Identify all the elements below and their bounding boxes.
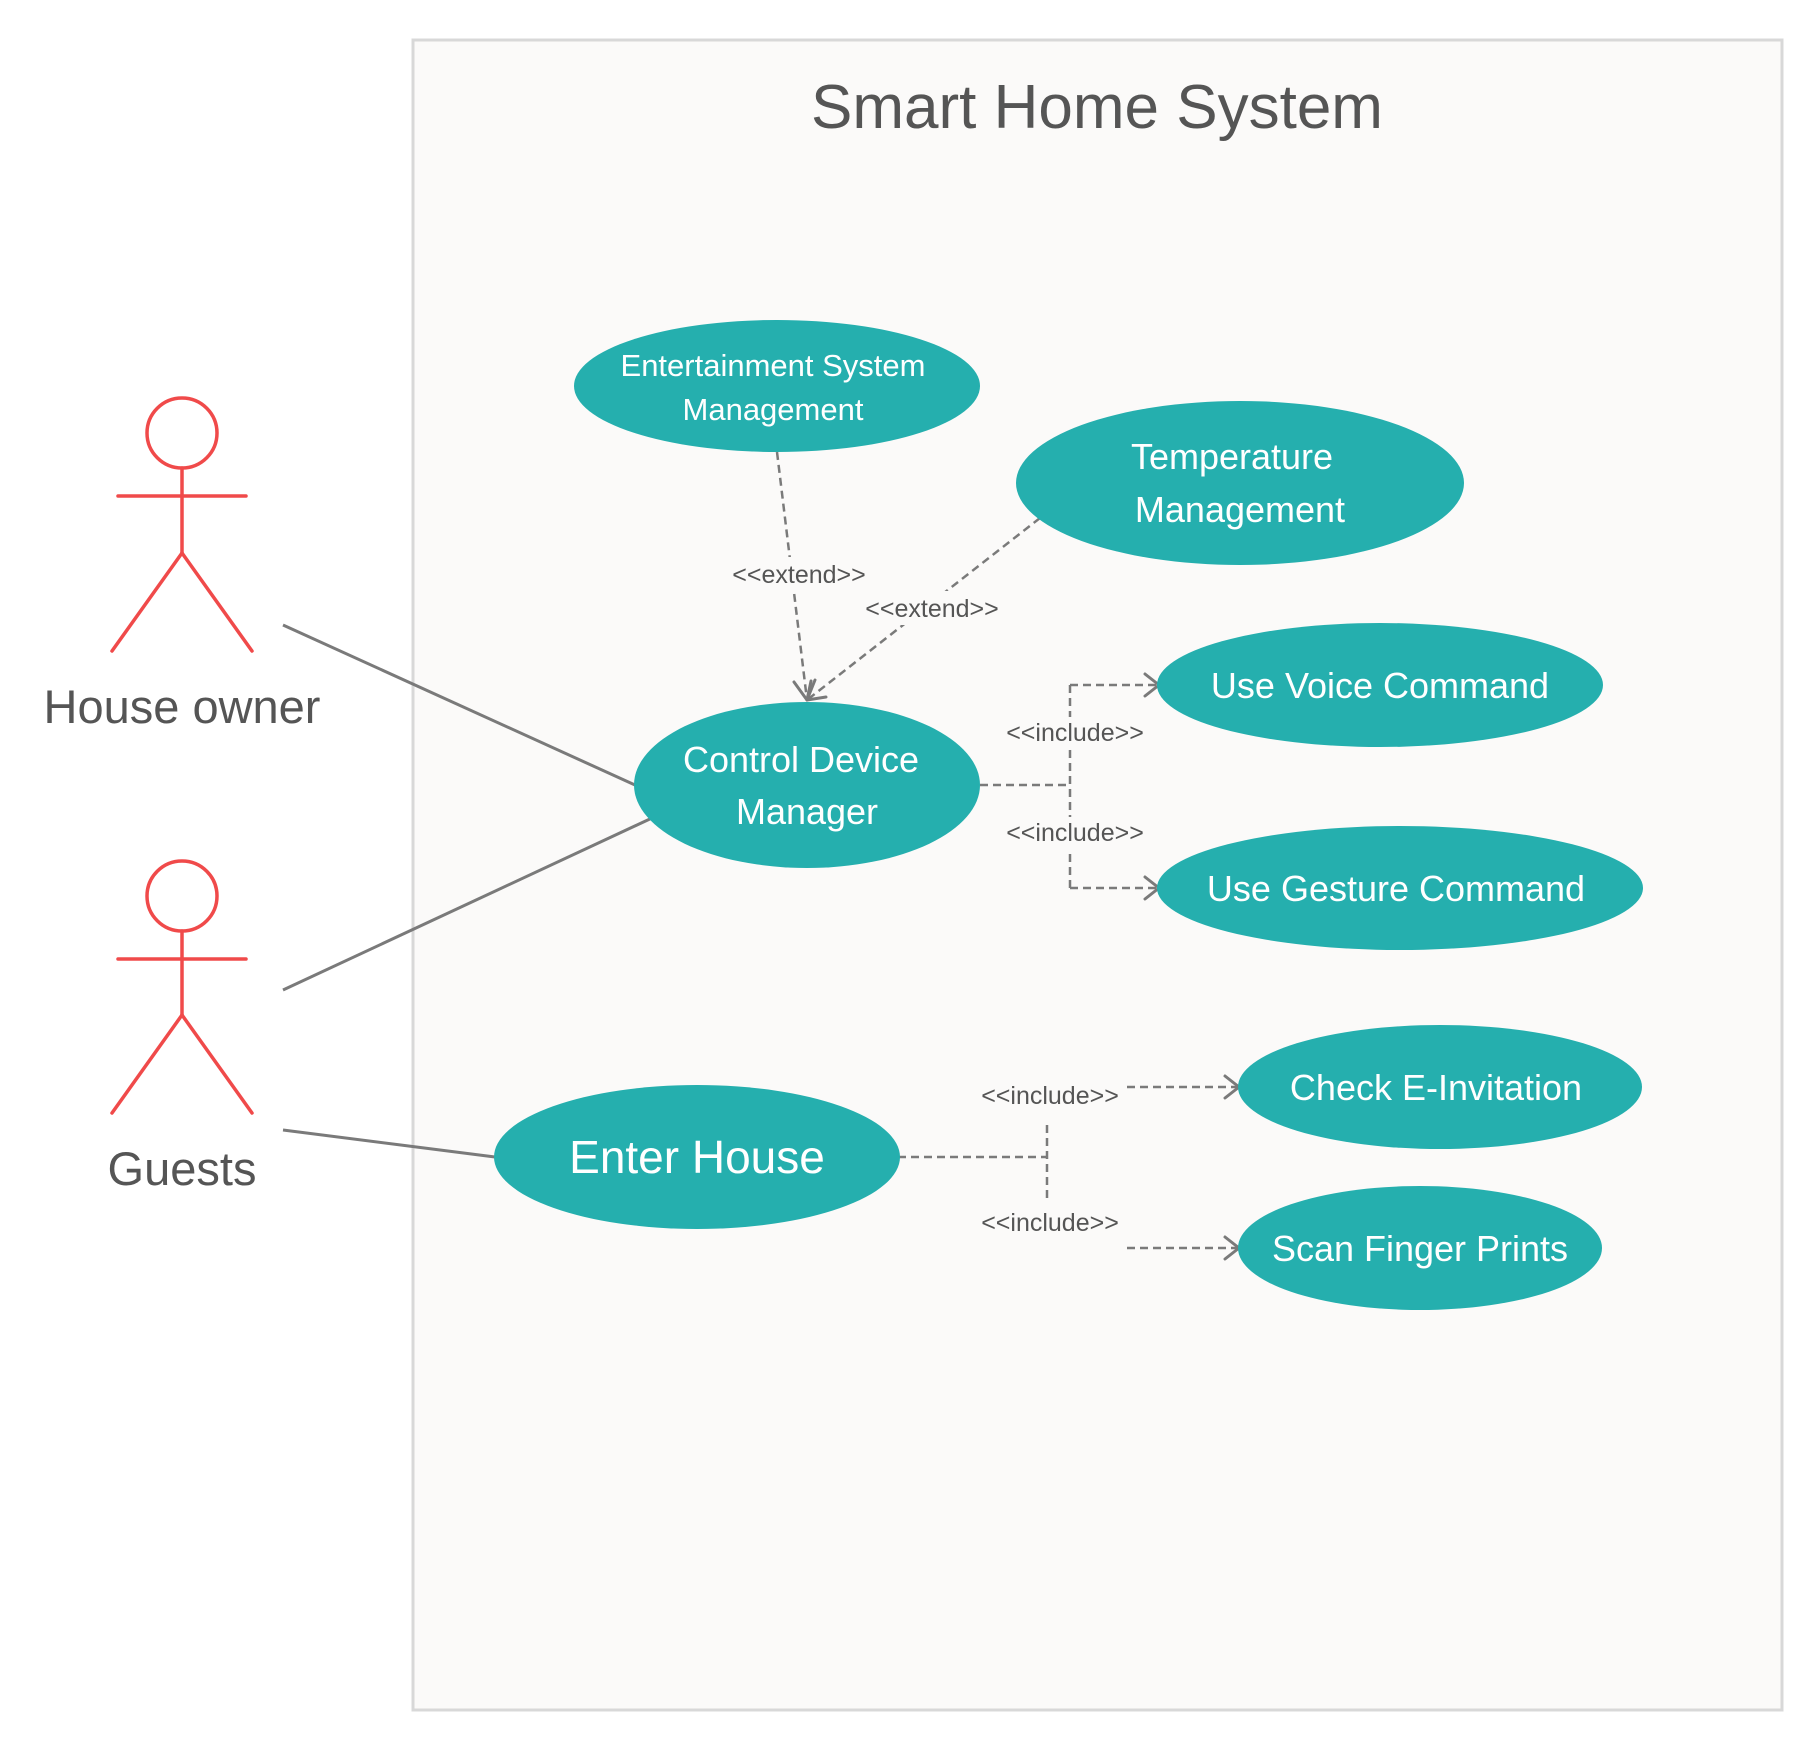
use-case-label: Management [1135, 489, 1345, 530]
use-case-label: Scan Finger Prints [1272, 1228, 1568, 1269]
use-case-entertainment[interactable]: Entertainment System Management [574, 320, 980, 452]
stereo-bg [995, 817, 1150, 849]
actor-head [145, 396, 219, 470]
actor-guests[interactable]: Guests [108, 859, 257, 1195]
actor-right-leg [180, 551, 254, 653]
actor-left-leg [110, 551, 184, 653]
use-case-shape [494, 1085, 900, 1229]
use-case-label: Management [683, 392, 864, 427]
association-owner-control [282, 623, 636, 787]
include-label-fingerprints: <<include>> [981, 1209, 1119, 1237]
use-case-check-invitation[interactable]: Check E-Invitation [1238, 1025, 1642, 1149]
use-case-scan-fingerprints[interactable]: Scan Finger Prints [1238, 1186, 1602, 1310]
actor-label: Guests [108, 1142, 257, 1195]
extend-arrowhead-temperature [805, 679, 828, 702]
use-case-label: Manager [736, 791, 878, 832]
include-label-voice: <<include>> [1006, 719, 1144, 747]
use-case-label: Use Voice Command [1211, 665, 1549, 706]
extend-label-temperature: <<extend>> [865, 595, 998, 623]
actor-head [145, 859, 219, 933]
use-case-shape [1238, 1186, 1602, 1310]
use-case-label: Temperature [1131, 436, 1333, 477]
use-case-enter-house[interactable]: Enter House [494, 1085, 900, 1229]
include-label-gesture: <<include>> [1006, 819, 1144, 847]
use-case-shape [634, 702, 980, 868]
actor-right-leg [180, 1013, 254, 1115]
use-case-shape [1238, 1025, 1642, 1149]
include-label-invitation: <<include>> [981, 1082, 1119, 1110]
use-case-label: Control Device [683, 739, 919, 780]
use-case-shape [1157, 826, 1643, 950]
association-guests-enter [282, 1128, 496, 1159]
association-guests-control [282, 816, 653, 992]
extend-label-entertainment: <<extend>> [732, 561, 865, 589]
stereo-bg [995, 717, 1150, 749]
use-case-label: Entertainment System [621, 348, 926, 383]
use-case-label: Use Gesture Command [1207, 868, 1585, 909]
use-case-shape [1157, 623, 1603, 747]
use-case-temperature[interactable]: Temperature Management [1016, 401, 1464, 565]
use-case-label: Check E-Invitation [1290, 1067, 1582, 1108]
actor-left-leg [110, 1013, 184, 1115]
actor-label: House owner [44, 680, 321, 733]
use-case-voice-command[interactable]: Use Voice Command [1157, 623, 1603, 747]
use-case-gesture-command[interactable]: Use Gesture Command [1157, 826, 1643, 950]
use-case-shape [574, 320, 980, 452]
use-case-shape [1016, 401, 1464, 565]
system-title: Smart Home System [811, 73, 1383, 142]
stereo-bg [724, 557, 874, 591]
actor-house-owner[interactable]: House owner [44, 396, 321, 733]
use-case-label: Enter House [569, 1131, 825, 1183]
use-case-control-device[interactable]: Control Device Manager [634, 702, 980, 868]
stereo-bg [857, 591, 1007, 625]
